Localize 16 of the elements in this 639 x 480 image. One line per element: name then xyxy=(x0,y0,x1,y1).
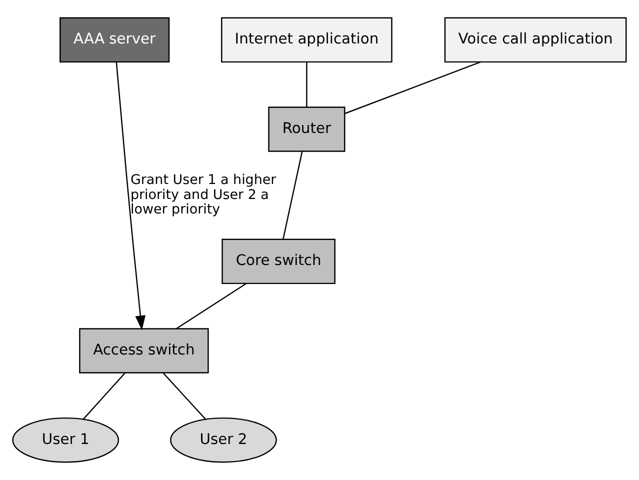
node-ellipse: User 2 xyxy=(170,417,277,463)
connector xyxy=(162,372,206,420)
arrow xyxy=(116,62,146,330)
connector xyxy=(306,62,308,108)
node-ellipse: User 1 xyxy=(12,417,120,463)
connector xyxy=(176,282,247,330)
node-box: Core switch xyxy=(222,238,336,284)
node-box: AAA server xyxy=(60,17,170,63)
connector xyxy=(282,151,303,240)
node-box: Router xyxy=(268,106,346,152)
node-box: Access switch xyxy=(79,328,209,374)
connector xyxy=(344,61,481,114)
node-box: Voice call application xyxy=(444,17,627,63)
connector xyxy=(82,372,126,420)
node-box: Internet application xyxy=(221,17,392,63)
edge-label: Grant User 1 a higher priority and User 2 a lower priority xyxy=(130,173,276,218)
